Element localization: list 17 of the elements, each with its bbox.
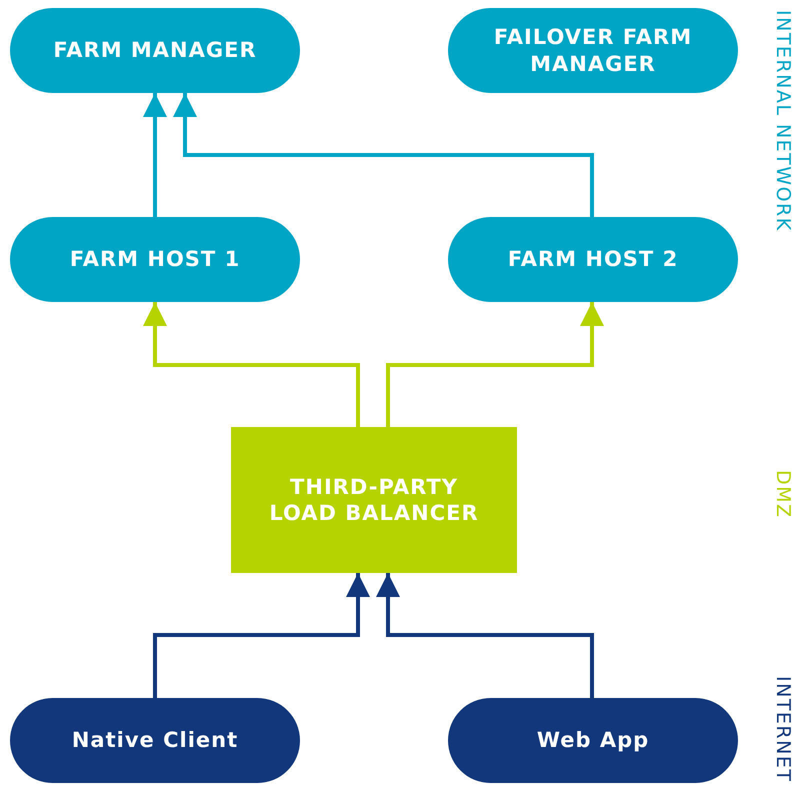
- node-label: FAILOVER FARM MANAGER: [492, 24, 694, 77]
- node-label: FARM HOST 1: [70, 246, 240, 273]
- node-label: Web App: [536, 727, 650, 754]
- arrow: [376, 573, 594, 698]
- arrow: [143, 93, 167, 217]
- arrow: [386, 302, 604, 427]
- node-label: THIRD-PARTY LOAD BALANCER: [268, 474, 480, 526]
- zone-label: INTERNAL NETWORK: [772, 10, 794, 232]
- node-label: FARM MANAGER: [53, 37, 257, 64]
- zone-label: INTERNET: [772, 676, 794, 782]
- node-label: FARM HOST 2: [508, 246, 678, 273]
- process-box: [231, 427, 517, 573]
- zone-label: DMZ: [772, 470, 794, 519]
- arrow: [153, 573, 370, 698]
- arrow: [173, 93, 594, 217]
- arrow: [143, 302, 360, 427]
- node-label: Native Client: [72, 727, 238, 754]
